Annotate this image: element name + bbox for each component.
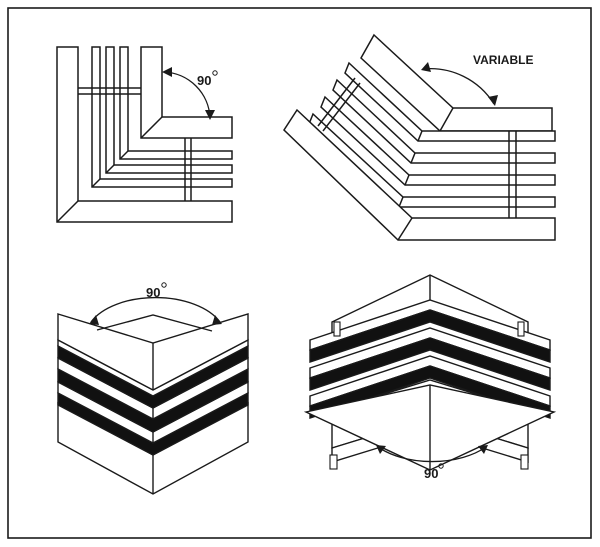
angle-label-bottom-left: 90 — [146, 285, 160, 300]
angle-label-top-left: 90 — [197, 73, 211, 88]
plan-view-90-degree — [56, 46, 233, 223]
arrowheads-bottom-left — [89, 315, 222, 325]
angle-arc-bottom-left — [90, 296, 221, 323]
angle-arc-top-right — [422, 67, 495, 105]
degree-mark-top-left — [212, 70, 218, 76]
isometric-corner-right — [303, 274, 557, 471]
angle-label-top-right: VARIABLE — [473, 53, 533, 67]
plan-view-variable-angle — [283, 33, 556, 241]
mounting-clips-right — [329, 321, 529, 470]
angle-arc-bottom-right — [377, 446, 487, 463]
degree-mark-bottom-left — [161, 282, 167, 288]
degree-mark-bottom-right — [438, 463, 444, 469]
arrowheads-bottom-right — [376, 445, 488, 454]
arrowheads-top-right — [421, 62, 498, 106]
angle-arc-top-left — [163, 71, 211, 119]
angle-label-bottom-right: 90 — [424, 466, 438, 481]
arrowheads-top-left — [162, 67, 215, 120]
isometric-corner-left — [57, 313, 249, 495]
